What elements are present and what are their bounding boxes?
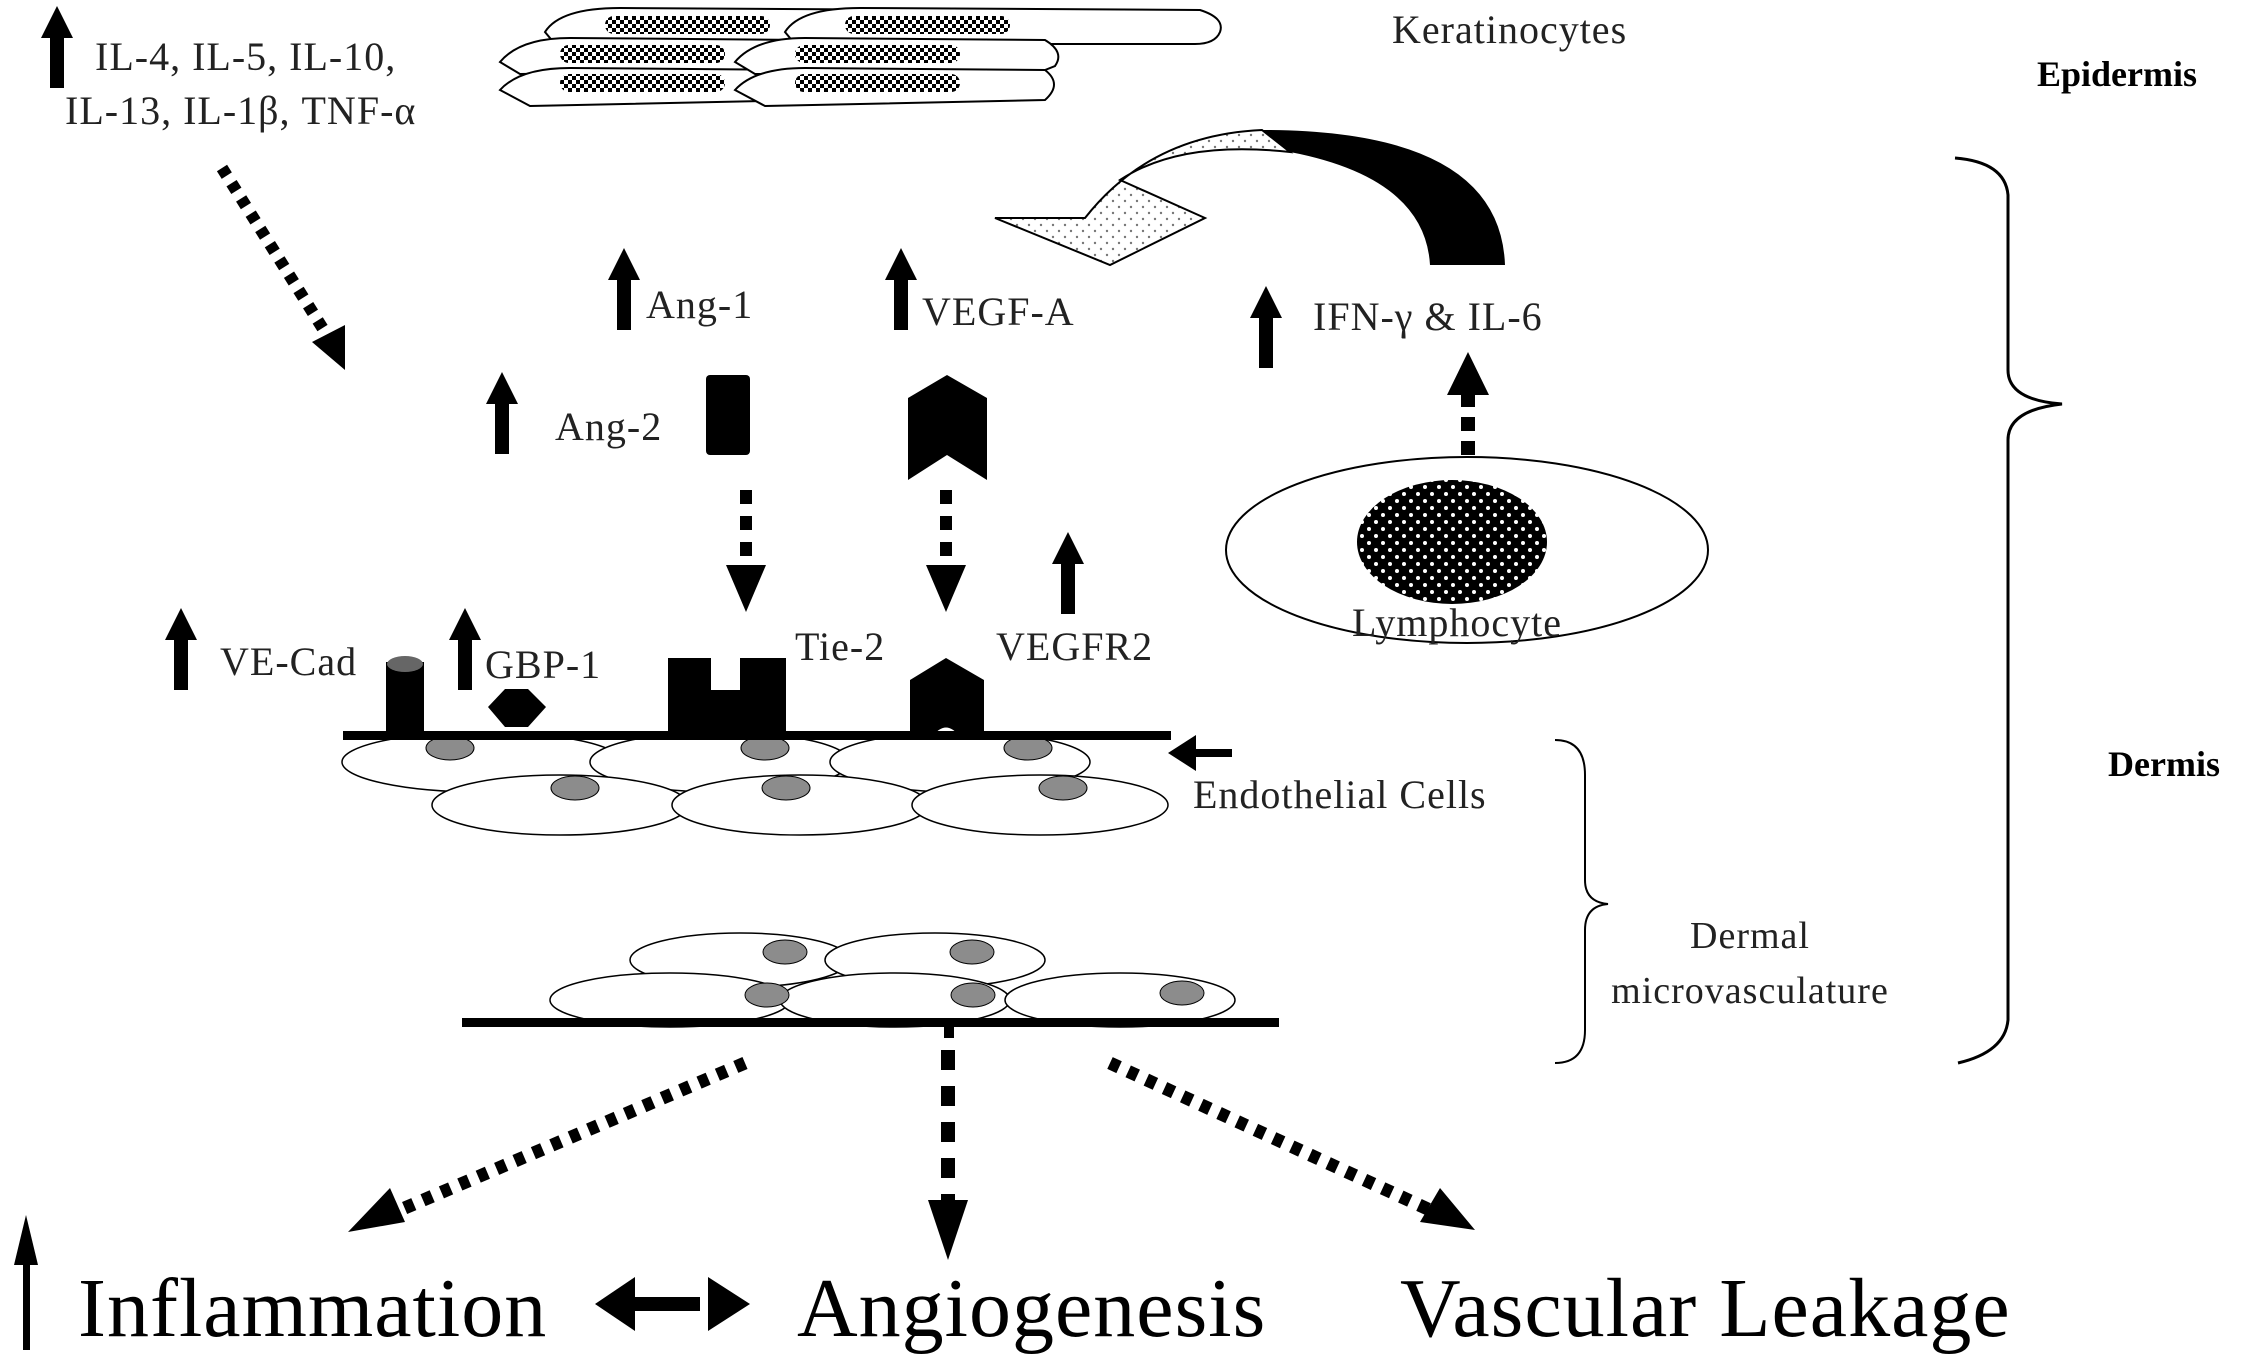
cytokines-line2: IL-13, IL-1β, TNF-α	[65, 88, 416, 133]
vegfr2-label: VEGFR2	[996, 624, 1153, 669]
keratinocyte-nucleus	[795, 45, 960, 63]
inflammation-label: Inflammation	[78, 1262, 547, 1355]
dermis-label: Dermis	[2108, 744, 2220, 784]
vascular-leakage-label: Vascular Leakage	[1400, 1262, 2011, 1355]
dotted-arrow-to-vascular-leakage	[1107, 1057, 1475, 1230]
dotted-arrow-cytokines	[216, 164, 345, 370]
vegfr2-receptor	[910, 658, 984, 737]
endothelial-membrane	[343, 731, 1171, 740]
angiogenesis-label: Angiogenesis	[797, 1262, 1266, 1355]
ang1-label: Ang-1	[646, 282, 753, 327]
lymphocyte-label: Lymphocyte	[1352, 600, 1562, 645]
dotted-arrow-to-inflammation	[348, 1057, 748, 1232]
keratinocyte-nucleus	[560, 74, 725, 92]
up-arrow-icon	[14, 1215, 38, 1350]
ang2-ligand-shape	[706, 375, 750, 455]
keratinocytes-label: Keratinocytes	[1392, 7, 1627, 52]
microvasculature-layer	[462, 932, 1279, 1038]
dotted-arrow-ang2-to-tie2	[726, 490, 766, 612]
vecad-label: VE-Cad	[220, 639, 357, 684]
endothelial-cell	[911, 774, 1169, 836]
gbp1-label: GBP-1	[485, 642, 601, 687]
up-arrow-icon	[1052, 532, 1084, 614]
dotted-arrow-to-angiogenesis	[928, 1050, 968, 1260]
feedback-curved-arrow	[994, 128, 1505, 267]
keratinocyte-group-right	[733, 6, 1222, 108]
curved-arrow-body	[1262, 130, 1505, 265]
microvasculature-label-line1: Dermal	[1690, 915, 1810, 957]
dermis-brace	[1954, 156, 2063, 1065]
microvasculature-label-line2: microvasculature	[1611, 970, 1889, 1012]
up-arrow-icon	[41, 6, 73, 88]
keratinocytes-layer	[498, 6, 1222, 108]
ang2-label: Ang-2	[555, 404, 662, 449]
keratinocyte-nucleus	[845, 16, 1010, 34]
gbp1-receptor	[488, 689, 546, 727]
vecad-receptor	[386, 656, 424, 737]
keratinocyte-nucleus	[795, 74, 960, 92]
dotted-arrow-lymphocyte-to-ifn	[1447, 352, 1489, 455]
endothelial-nucleus	[550, 775, 600, 801]
curved-arrow-head	[994, 128, 1294, 267]
up-arrow-icon	[885, 248, 917, 330]
endothelial-label: Endothelial Cells	[1193, 772, 1487, 817]
cytokines-line1: IL-4, IL-5, IL-10,	[95, 34, 396, 79]
epidermis-label: Epidermis	[2037, 54, 2197, 94]
endothelial-nucleus	[949, 939, 995, 965]
endothelial-nucleus	[744, 982, 790, 1008]
tie2-receptor	[668, 658, 786, 737]
vegfa-ligand-shape	[908, 375, 987, 480]
endothelial-pointer-arrow	[1168, 735, 1232, 771]
endothelial-nucleus	[1159, 980, 1205, 1006]
lymphocyte-nucleus	[1357, 480, 1547, 604]
endothelial-nucleus	[950, 982, 996, 1008]
microvasculature-membrane	[462, 1018, 1279, 1027]
tie2-label: Tie-2	[795, 624, 885, 669]
endothelial-nucleus	[761, 775, 811, 801]
double-headed-arrow-icon	[595, 1277, 750, 1331]
up-arrow-icon	[449, 608, 481, 690]
microvasculature-brace	[1554, 739, 1609, 1064]
vegfa-label: VEGF-A	[922, 289, 1075, 334]
endothelial-layer	[341, 731, 1171, 836]
up-arrow-icon	[1250, 286, 1282, 368]
keratinocyte-nucleus	[560, 45, 725, 63]
up-arrow-icon	[608, 248, 640, 330]
keratinocyte-nucleus	[605, 16, 770, 34]
ifn-il6-label: IFN-γ & IL-6	[1313, 294, 1543, 339]
dotted-arrow-vegfa-to-vegfr2	[926, 490, 966, 612]
endothelial-nucleus	[1038, 775, 1088, 801]
endothelial-nucleus	[762, 939, 808, 965]
up-arrow-icon	[486, 372, 518, 454]
lymphocyte-cell	[1225, 456, 1709, 644]
up-arrow-icon	[165, 608, 197, 690]
